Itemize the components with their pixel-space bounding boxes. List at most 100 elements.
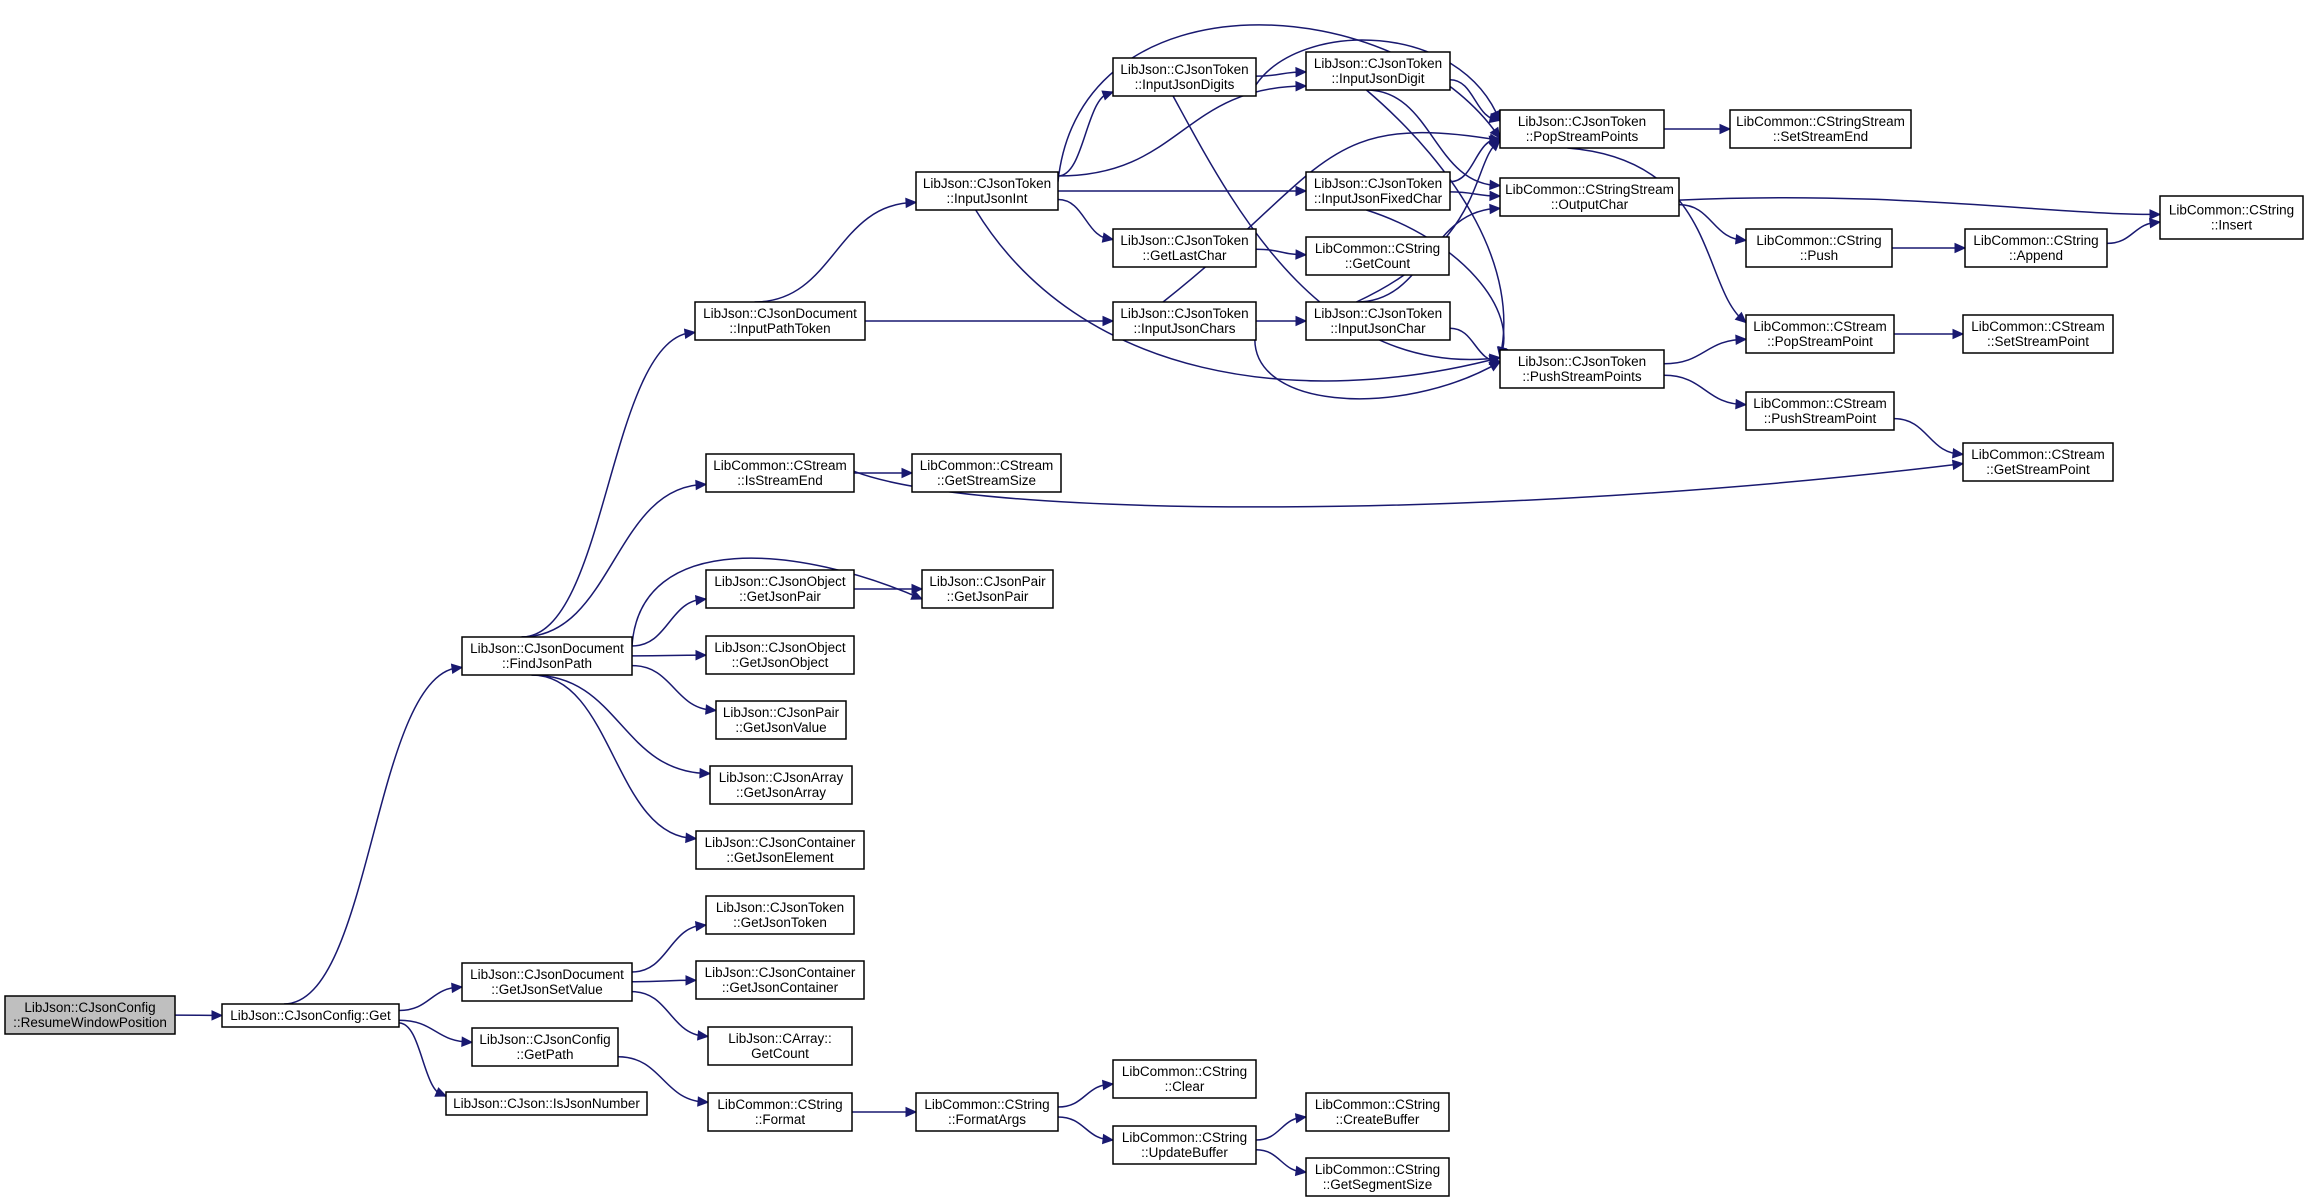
node-box [911, 453, 1062, 493]
node-libjson-cjsonconfig-get[interactable]: LibJson::CJsonConfig::Get [221, 1003, 400, 1028]
arrowhead [901, 467, 914, 479]
arrowhead [2149, 209, 2162, 220]
node-libjson-cjson-isjsonnumber[interactable]: LibJson::CJson::IsJsonNumber [445, 1091, 648, 1116]
edge-n21-to-n34 [1172, 95, 1501, 361]
node-label: ::Format [755, 1112, 806, 1127]
arrowhead [694, 595, 708, 606]
node-libjson-cjsondocument-inputpathtoken[interactable]: LibJson::CJsonDocument::InputPathToken [694, 301, 866, 341]
node-libjson-cjsonobject-getjsonpair[interactable]: LibJson::CJsonObject::GetJsonPair [705, 569, 855, 609]
edge-n38-to-n41 [1893, 417, 1964, 456]
node-libjson-cjsonobject-getjsonobject[interactable]: LibJson::CJsonObject::GetJsonObject [705, 635, 855, 675]
node-label: ::GetJsonContainer [722, 980, 839, 995]
node-libjson-cjsontoken-popstreampoints[interactable]: LibJson::CJsonToken::PopStreamPoints [1499, 109, 1665, 149]
node-label: ::GetPath [516, 1047, 573, 1062]
node-libcommon-cstream-popstreampoint[interactable]: LibCommon::CStream::PopStreamPoint [1745, 314, 1895, 354]
node-libjson-cjsontoken-inputjsondigit[interactable]: LibJson::CJsonToken::InputJsonDigit [1305, 51, 1451, 91]
node-libjson-cjsontoken-pushstreampoints[interactable]: LibJson::CJsonToken::PushStreamPoints [1499, 349, 1665, 389]
node-libcommon-cstream-getstreampoint[interactable]: LibCommon::CStream::GetStreamPoint [1962, 442, 2114, 482]
node-label: LibCommon::CStringStream [1505, 182, 1674, 197]
arrowhead [705, 704, 718, 715]
arrowhead [451, 982, 464, 994]
edge-n2-to-n10 [631, 664, 717, 712]
node-label: ::PopStreamPoint [1767, 334, 1873, 349]
node-label: LibCommon::CString [1315, 1097, 1440, 1112]
node-libjson-cjsontoken-getlastchar[interactable]: LibJson::CJsonToken::GetLastChar [1112, 228, 1257, 268]
node-box [1305, 171, 1451, 211]
edge-n2-to-n9 [631, 654, 707, 657]
arrowhead [1101, 90, 1115, 101]
node-libjson-cjsonarray-getjsonarray[interactable]: LibJson::CJsonArray::GetJsonArray [709, 765, 853, 805]
node-libjson-cjsonconfig-resumewindowposition[interactable]: LibJson::CJsonConfig::ResumeWindowPositi… [4, 995, 176, 1035]
node-libjson-cjsondocument-findjsonpath[interactable]: LibJson::CJsonDocument::FindJsonPath [461, 636, 633, 676]
arrowhead [694, 921, 708, 932]
arrowhead [450, 663, 464, 675]
node-libjson-cjsonconfig-getpath[interactable]: LibJson::CJsonConfig::GetPath [471, 1027, 619, 1067]
node-libcommon-cstring-updatebuffer[interactable]: LibCommon::CString::UpdateBuffer [1112, 1125, 1257, 1165]
node-label: ::GetJsonSetValue [491, 982, 603, 997]
node-libjson-cjsoncontainer-getjsoncontainer[interactable]: LibJson::CJsonContainer::GetJsonContaine… [695, 960, 865, 1000]
node-libcommon-cstring-formatargs[interactable]: LibCommon::CString::FormatArgs [915, 1092, 1059, 1132]
node-label: GetCount [751, 1046, 809, 1061]
node-libcommon-cstring-push[interactable]: LibCommon::CString::Push [1745, 228, 1893, 268]
node-libcommon-cstring-createbuffer[interactable]: LibCommon::CString::CreateBuffer [1305, 1092, 1450, 1132]
node-libcommon-cstream-pushstreampoint[interactable]: LibCommon::CStream::PushStreamPoint [1745, 391, 1895, 431]
arrowhead [2149, 217, 2162, 229]
node-libcommon-cstring-format[interactable]: LibCommon::CString::Format [707, 1092, 853, 1132]
node-libjson-cjsonpair-getjsonvalue[interactable]: LibJson::CJsonPair::GetJsonValue [715, 700, 847, 740]
node-libjson-cjsontoken-inputjsonchar[interactable]: LibJson::CJsonToken::InputJsonChar [1305, 301, 1451, 341]
node-box [1305, 51, 1451, 91]
node-label: LibJson::CJsonDocument [470, 967, 624, 982]
node-label: LibJson::CJsonContainer [705, 835, 856, 850]
node-label: LibJson::CJsonObject [714, 640, 846, 655]
arrowhead [905, 197, 918, 209]
node-box [461, 636, 633, 676]
node-label: LibJson::CJsonConfig [479, 1032, 610, 1047]
edge-n2-to-n6 [521, 331, 696, 638]
node-libjson-cjsontoken-inputjsonint[interactable]: LibJson::CJsonToken::InputJsonInt [915, 171, 1059, 211]
node-libcommon-cstring-getcount[interactable]: LibCommon::CString::GetCount [1305, 236, 1450, 276]
node-libcommon-cstream-getstreamsize[interactable]: LibCommon::CStream::GetStreamSize [911, 453, 1062, 493]
nodes-layer: LibJson::CJsonConfig::ResumeWindowPositi… [4, 51, 2304, 1197]
node-libcommon-cstring-insert[interactable]: LibCommon::CString::Insert [2159, 195, 2304, 240]
arrowhead [1488, 112, 1502, 124]
edge-n17-to-n26 [1057, 85, 1307, 177]
node-libcommon-cstream-setstreampoint[interactable]: LibCommon::CStream::SetStreamPoint [1962, 314, 2114, 354]
arrowhead [1735, 398, 1748, 410]
node-libcommon-cstringstream-setstreamend[interactable]: LibCommon::CStringStream::SetStreamEnd [1729, 109, 1912, 149]
node-label: ::GetStreamPoint [1986, 462, 2090, 477]
node-label: ::InputJsonFixedChar [1314, 191, 1443, 206]
node-libjson-cjsoncontainer-getjsonelement[interactable]: LibJson::CJsonContainer::GetJsonElement [695, 830, 865, 870]
edge-n3-to-n13 [631, 924, 707, 973]
node-label: ::GetCount [1345, 256, 1411, 271]
arrowhead [695, 479, 708, 491]
node-libjson-cjsontoken-getjsontoken[interactable]: LibJson::CJsonToken::GetJsonToken [705, 895, 855, 935]
arrowhead [211, 1010, 224, 1021]
node-libjson-cjsontoken-inputjsonfixedchar[interactable]: LibJson::CJsonToken::InputJsonFixedChar [1305, 171, 1451, 211]
arrowhead [1295, 249, 1308, 260]
node-box [915, 1092, 1059, 1132]
node-box [1962, 442, 2114, 482]
node-libcommon-cstringstream-outputchar[interactable]: LibCommon::CStringStream::OutputChar [1499, 177, 1680, 217]
node-libcommon-cstream-isstreamend[interactable]: LibCommon::CStream::IsStreamEnd [705, 453, 855, 493]
node-label: ::PushStreamPoints [1522, 369, 1642, 384]
node-label: ::PushStreamPoint [1764, 411, 1877, 426]
node-libjson-cjsonpair-getjsonpair[interactable]: LibJson::CJsonPair::GetJsonPair [921, 569, 1054, 609]
node-label: LibCommon::CString [1315, 241, 1440, 256]
node-libcommon-cstring-append[interactable]: LibCommon::CString::Append [1964, 228, 2108, 268]
node-libcommon-cstring-getsegmentsize[interactable]: LibCommon::CString::GetSegmentSize [1305, 1157, 1450, 1197]
arrowhead [905, 1106, 918, 1118]
node-label: ::GetJsonToken [733, 915, 827, 930]
node-box [705, 569, 855, 609]
node-label: ::SetStreamEnd [1773, 129, 1868, 144]
node-libjson-cjsondocument-getjsonsetvalue[interactable]: LibJson::CJsonDocument::GetJsonSetValue [461, 962, 633, 1002]
node-label: ::UpdateBuffer [1141, 1145, 1228, 1160]
node-libjson-carray-getcount[interactable]: LibJson::CArray::GetCount [707, 1026, 853, 1066]
arrowhead [697, 1096, 710, 1107]
node-label: ::SetStreamPoint [1987, 334, 2089, 349]
node-box [705, 453, 855, 493]
node-label: LibJson::CJsonToken [1120, 233, 1248, 248]
node-libcommon-cstring-clear[interactable]: LibCommon::CString::Clear [1112, 1059, 1257, 1099]
node-libjson-cjsontoken-inputjsonchars[interactable]: LibJson::CJsonToken::InputJsonChars [1112, 301, 1257, 341]
node-libjson-cjsontoken-inputjsondigits[interactable]: LibJson::CJsonToken::InputJsonDigits [1112, 57, 1257, 97]
